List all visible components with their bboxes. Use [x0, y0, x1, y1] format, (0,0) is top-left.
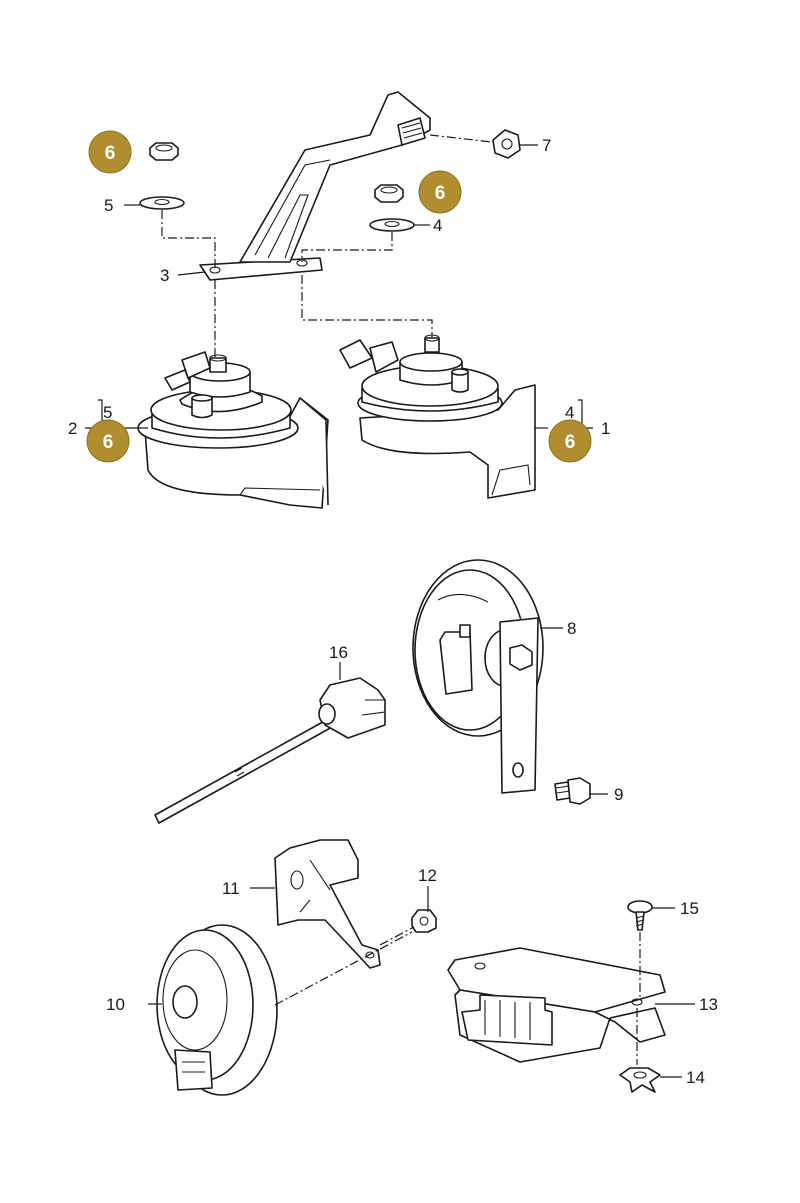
hex-nut-left[interactable]	[149, 142, 179, 161]
bracket-3[interactable]	[199, 91, 431, 281]
callout-11: 11	[222, 879, 240, 898]
callout-14: 14	[686, 1068, 705, 1087]
callout-5-top: 5	[104, 196, 113, 215]
nut-12[interactable]	[411, 909, 437, 933]
callout-10: 10	[106, 995, 125, 1014]
callout-13: 13	[699, 995, 718, 1014]
connector-cable-16[interactable]	[154, 677, 386, 824]
callout-4-bracket: 4	[565, 403, 574, 422]
badge-6-top-right-label: 6	[435, 183, 446, 204]
speed-nut-14[interactable]	[619, 1067, 661, 1093]
badge-6-mid-left-label: 6	[103, 432, 114, 453]
callout-8: 8	[567, 619, 576, 638]
screw-15[interactable]	[627, 900, 653, 931]
callout-7: 7	[542, 136, 551, 155]
callout-3: 3	[160, 266, 169, 285]
bolt-9[interactable]	[554, 777, 591, 805]
badge-6-mid-right-label: 6	[565, 432, 576, 453]
flange-nut-7[interactable]	[492, 129, 521, 159]
badge-6-top-right[interactable]: 6	[418, 170, 462, 214]
washer-4-right[interactable]	[369, 218, 415, 232]
control-unit-13[interactable]	[447, 947, 666, 1063]
hex-nut-right[interactable]	[374, 184, 404, 203]
horn-1[interactable]	[339, 334, 536, 499]
badge-6-top-left-label: 6	[105, 143, 116, 164]
washer-5-left[interactable]	[139, 196, 185, 210]
horn-8[interactable]	[412, 559, 544, 794]
badge-6-mid-left[interactable]: 6	[86, 419, 130, 463]
horn-2[interactable]	[137, 351, 329, 509]
callout-1: 1	[601, 419, 610, 438]
badge-6-mid-right[interactable]: 6	[548, 419, 592, 463]
badge-6-top-left[interactable]: 6	[88, 130, 132, 174]
callout-9: 9	[614, 785, 623, 804]
callout-12: 12	[418, 866, 437, 885]
callout-16: 16	[329, 643, 348, 662]
horn-10[interactable]	[156, 924, 278, 1096]
callout-5-bracket: 5	[103, 403, 112, 422]
callout-4-top: 4	[433, 216, 442, 235]
bracket-11[interactable]	[274, 839, 381, 969]
callout-2: 2	[68, 419, 77, 438]
callout-15: 15	[680, 899, 699, 918]
